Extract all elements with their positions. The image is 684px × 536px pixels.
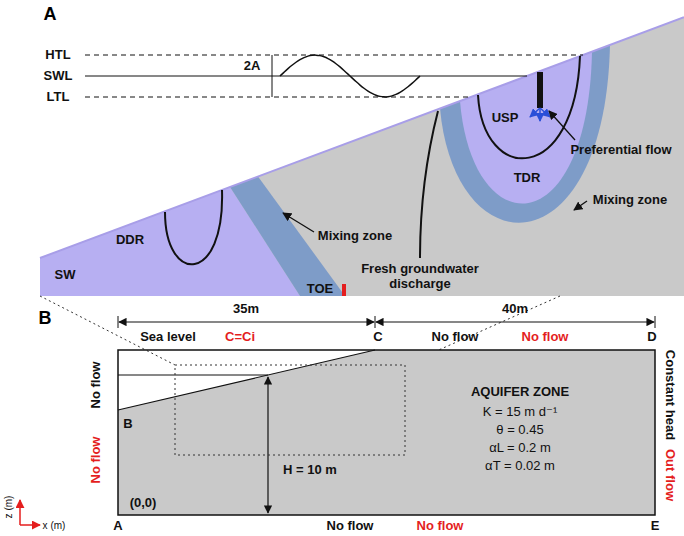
parameter-label: αT = 0.02 m (485, 459, 555, 474)
discharge-flowline (420, 111, 438, 258)
panel-letter: A (44, 4, 57, 25)
water-level-label: HTL (45, 48, 70, 63)
dimension-label: 35m (233, 302, 259, 317)
swl-line (85, 76, 527, 77)
callout-label: Mixing zone (318, 229, 392, 244)
mean-sea-level (118, 375, 268, 376)
callout-label: Fresh groundwater discharge (355, 262, 485, 292)
corner-label: D (647, 330, 656, 345)
toe-mark (342, 284, 346, 296)
panel-letter: B (39, 308, 52, 329)
ltl-line (85, 97, 471, 98)
flow-arrow (540, 108, 550, 117)
zone-label: USP (492, 111, 519, 126)
dimension-tick (655, 316, 656, 328)
amplitude-label: 2A (244, 59, 261, 74)
corner-label: A (113, 519, 122, 534)
point-label: TOE (307, 282, 334, 297)
tdr-flowline (478, 56, 580, 158)
boundary-label: Constant head (663, 350, 678, 440)
callout-label: Preferential flow (570, 143, 671, 158)
height-dimension (267, 377, 268, 513)
dimension-tick (375, 316, 376, 328)
leader-line (283, 213, 314, 232)
dimension-label: H = 10 m (283, 463, 337, 478)
model-domain (118, 350, 655, 515)
aquifer-zone (118, 350, 655, 515)
boundary-label: No flow (432, 330, 479, 345)
axis-arrow (20, 524, 40, 526)
corner-label: B (123, 417, 132, 432)
leader-line (574, 201, 587, 210)
zone-label: SW (55, 268, 76, 283)
boundary-label: No flow (89, 362, 104, 409)
preferential-flow-bar (537, 72, 543, 108)
dimension-label: 40m (502, 302, 528, 317)
zone-title: AQUIFER ZONE (471, 385, 569, 400)
boundary-condition: C=Ci (225, 330, 255, 345)
parameter-label: θ = 0.45 (496, 423, 543, 438)
parameter-label: αL = 0.2 m (489, 441, 551, 456)
boundary-label: No flow (327, 519, 374, 534)
water-level-label: SWL (44, 69, 73, 84)
amplitude-bar (272, 55, 273, 97)
flow-arrow (539, 108, 541, 121)
width-dimension (376, 321, 654, 322)
zone-label: DDR (116, 233, 144, 248)
leader-line (549, 111, 575, 140)
width-dimension (119, 321, 374, 322)
boundary-condition: No flow (89, 437, 104, 484)
origin-label: (0,0) (130, 496, 157, 511)
model-slope (118, 350, 375, 410)
htl-line (85, 55, 583, 56)
zoom-box (175, 365, 405, 455)
corner-label: C (373, 330, 382, 345)
usp-mixing-zone (440, 45, 610, 223)
ddr-flowline (165, 190, 222, 264)
tide-wave (280, 55, 420, 97)
boundary-condition: Out flow (663, 449, 678, 501)
zone-label: TDR (514, 171, 541, 186)
corner-label: E (651, 519, 660, 534)
dimension-tick (118, 316, 119, 328)
axis-arrow (19, 500, 21, 525)
aquifer-ground (40, 17, 684, 296)
axis-label: x (m) (43, 520, 66, 532)
callout-label: Mixing zone (593, 193, 667, 208)
water-level-label: LTL (47, 90, 70, 105)
axis-label: z (m) (3, 496, 15, 519)
usp-plume (460, 52, 592, 204)
parameter-label: K = 15 m d⁻¹ (483, 405, 557, 420)
boundary-condition: No flow (522, 330, 569, 345)
flow-arrow (530, 108, 540, 117)
boundary-label: Sea level (140, 330, 196, 345)
beach-slope (40, 17, 684, 258)
boundary-condition: No flow (417, 519, 464, 534)
